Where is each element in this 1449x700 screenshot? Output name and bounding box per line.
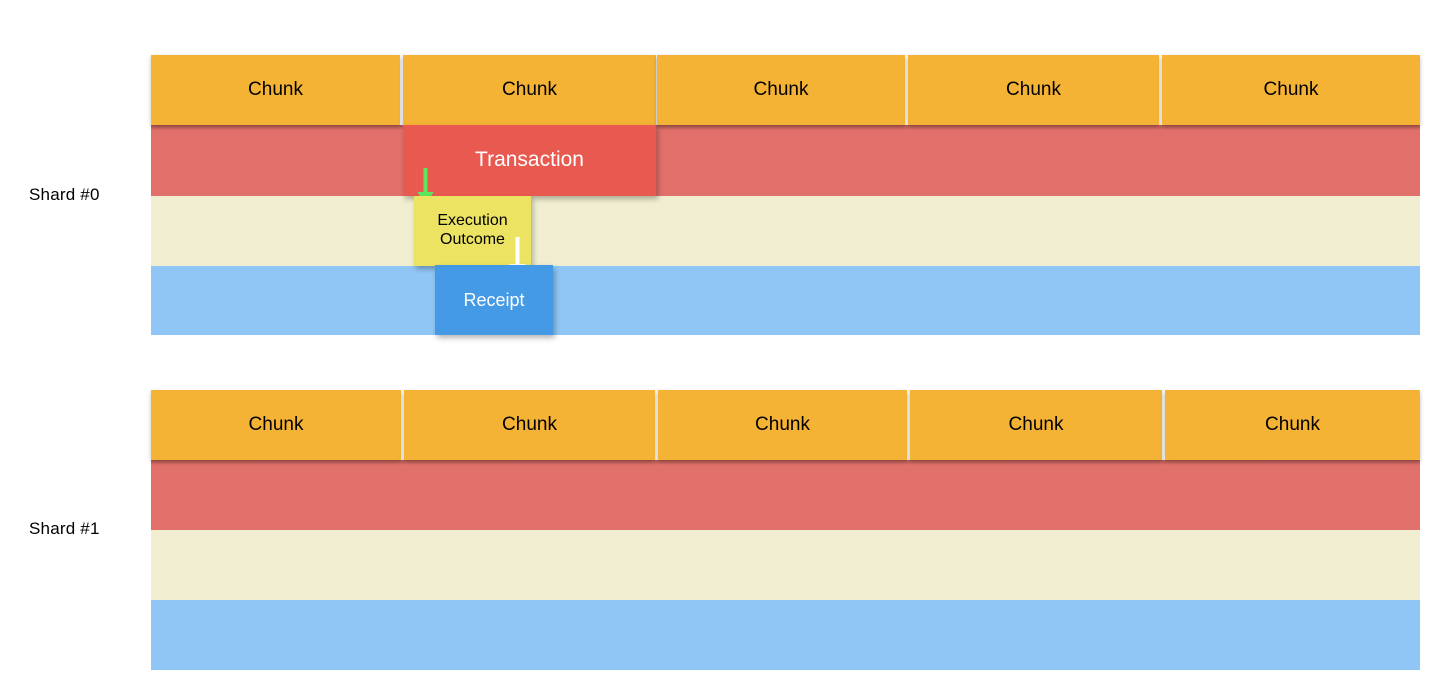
shard-1-chunk-2[interactable]: Chunk — [658, 390, 907, 460]
shard-0-label: Shard #0 — [29, 185, 100, 204]
execution-outcome-line-1: Execution — [437, 212, 508, 230]
shard-1-chunk-3[interactable]: Chunk — [910, 390, 1162, 460]
shard-1-chunk-0[interactable]: Chunk — [151, 390, 401, 460]
execution-outcome-line-2: Outcome — [440, 231, 505, 248]
shard-0-chunk-3[interactable]: Chunk — [908, 55, 1159, 125]
shard-0-chunk-1[interactable]: Chunk — [403, 55, 656, 125]
receipt-box[interactable]: Receipt — [435, 265, 553, 335]
shard-0-receipt-band — [151, 266, 1420, 335]
shard-0-chunk-4[interactable]: Chunk — [1162, 55, 1420, 125]
shard-0-outcome-band — [151, 196, 1420, 266]
shard-0-transaction-band — [151, 125, 1420, 196]
execution-outcome-text: Execution Outcome — [437, 212, 507, 249]
shard-1-receipt-band — [151, 600, 1420, 670]
shard-0-chunk-0[interactable]: Chunk — [151, 55, 400, 125]
shard-1-chunk-4[interactable]: Chunk — [1165, 390, 1420, 460]
shard-1-outcome-band — [151, 530, 1420, 600]
shard-1-transaction-band — [151, 460, 1420, 530]
shard-1-chunk-1[interactable]: Chunk — [404, 390, 655, 460]
transaction-box[interactable]: Transaction — [403, 125, 656, 196]
execution-outcome-box[interactable]: Execution Outcome — [414, 196, 531, 266]
shard-0-chunk-2[interactable]: Chunk — [657, 55, 905, 125]
shard-1-label: Shard #1 — [29, 519, 100, 538]
